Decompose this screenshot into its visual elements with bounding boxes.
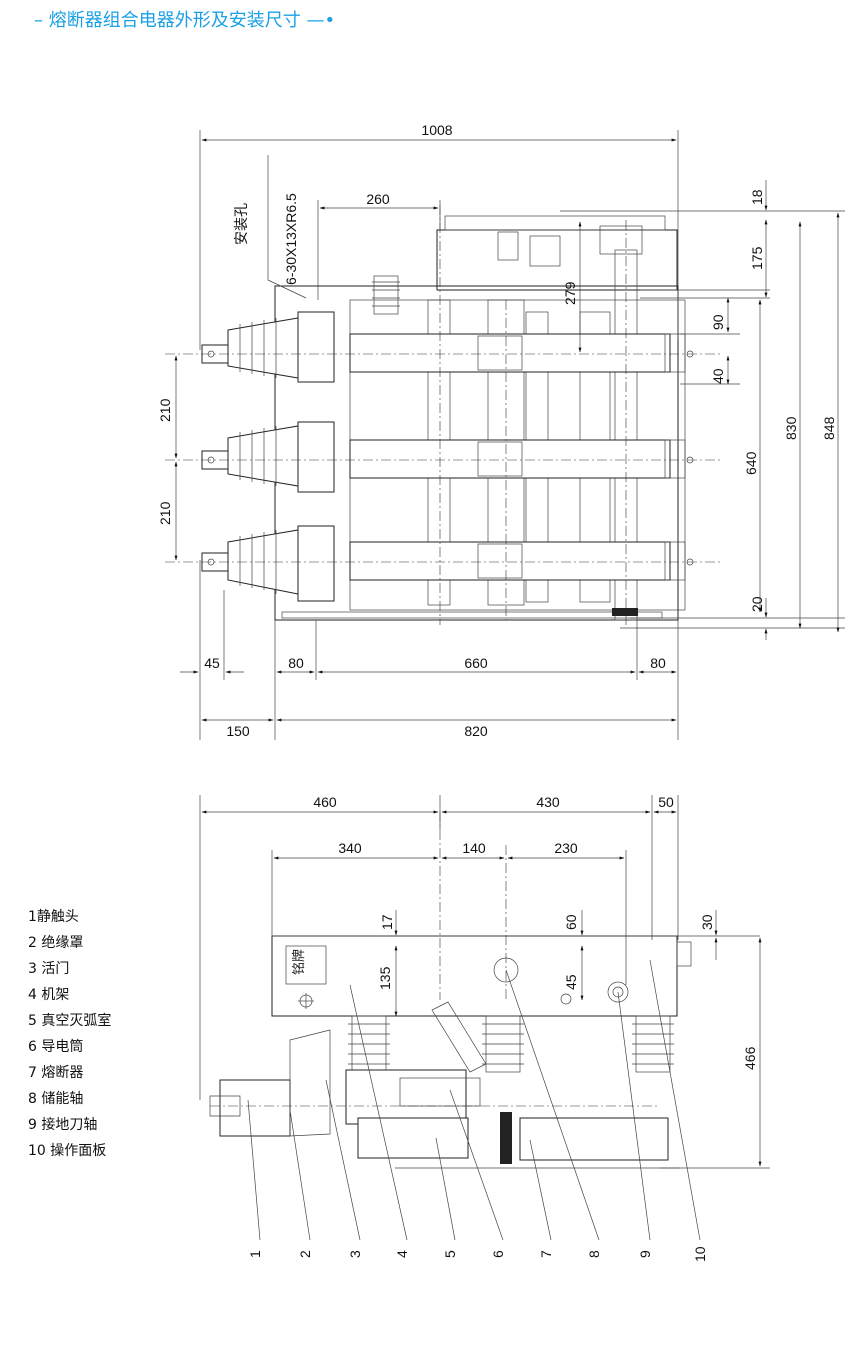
dim-640: 640 <box>743 451 759 475</box>
bottom-rail <box>281 611 663 619</box>
insulator-box-1 <box>297 311 335 383</box>
nameplate-label: 铭牌 <box>291 949 307 975</box>
phase-1 <box>201 311 694 383</box>
dim-820: 820 <box>464 723 488 739</box>
fuse-holder-3 <box>349 541 671 581</box>
earthing-shaft <box>607 981 629 1003</box>
legend-item: 9 接地刀轴 <box>28 1117 98 1133</box>
insulator-box-2 <box>297 421 335 493</box>
legend-item: 2 绝缘罩 <box>28 935 84 951</box>
dim-17: 17 <box>379 914 395 930</box>
dim-30: 30 <box>699 914 715 930</box>
dim-848: 848 <box>821 416 837 440</box>
bushing-2 <box>227 425 299 487</box>
dim-135: 135 <box>377 966 393 990</box>
legend-item: 7 熔断器 <box>28 1065 84 1081</box>
fuse-clip-1 <box>477 335 523 371</box>
legend-item: 3 活门 <box>28 961 70 977</box>
dim-60: 60 <box>563 914 579 930</box>
side-fuse-assembly <box>345 1069 467 1125</box>
dim-45-side: 45 <box>563 974 579 990</box>
callout-3: 3 <box>347 1250 363 1258</box>
dim-1008: 1008 <box>421 122 452 138</box>
fuse-cap <box>500 1112 512 1164</box>
callout-5: 5 <box>442 1250 458 1258</box>
dim-150: 150 <box>226 723 250 739</box>
dim-660: 660 <box>464 655 488 671</box>
dim-90: 90 <box>710 314 726 330</box>
dim-18: 18 <box>749 189 765 205</box>
dim-460: 460 <box>313 794 337 810</box>
callout-10: 10 <box>692 1246 708 1262</box>
static-contact <box>219 1079 291 1137</box>
top-plate <box>444 215 666 231</box>
side-view: 铭牌 <box>199 794 770 1262</box>
title-prefix: – <box>34 10 43 31</box>
dim-260: 260 <box>366 191 390 207</box>
legend-item: 6 导电筒 <box>28 1039 84 1055</box>
dim-230: 230 <box>554 840 578 856</box>
dim-45: 45 <box>204 655 220 671</box>
hole-spec: 6-30X13XR6.5 <box>283 193 299 285</box>
side-fuse <box>519 1117 669 1161</box>
insulating-cover <box>289 1029 331 1137</box>
callout-9: 9 <box>637 1250 653 1258</box>
legend-item: 8 储能轴 <box>28 1091 84 1107</box>
dim-50: 50 <box>658 794 674 810</box>
bushing-1 <box>227 317 299 379</box>
phase-2 <box>201 421 694 493</box>
callout-7: 7 <box>538 1250 554 1258</box>
dim-210-lower: 210 <box>157 501 173 525</box>
vacuum-chamber <box>357 1117 469 1159</box>
dim-140: 140 <box>462 840 486 856</box>
page-title: – 熔断器组合电器外形及安装尺寸 —• <box>34 6 335 32</box>
bottom-block <box>612 608 638 616</box>
callout-2: 2 <box>297 1250 313 1258</box>
title-text: 熔断器组合电器外形及安装尺寸 <box>48 10 301 31</box>
dim-20: 20 <box>749 596 765 612</box>
insulator-box-3 <box>297 525 335 602</box>
mech-box <box>497 231 519 261</box>
dim-430: 430 <box>536 794 560 810</box>
legend-item: 5 真空灭弧室 <box>28 1013 112 1029</box>
dim-340: 340 <box>338 840 362 856</box>
callout-1: 1 <box>247 1250 263 1258</box>
parts-legend: 1静触头 2 绝缘罩 3 活门 4 机架 5 真空灭弧室 6 导电筒 7 熔断器… <box>28 904 111 1164</box>
top-mechanism <box>436 229 678 291</box>
side-frame <box>271 935 678 1017</box>
top-insulator <box>373 275 399 315</box>
dim-830: 830 <box>783 416 799 440</box>
dim-279: 279 <box>562 281 578 305</box>
dim-80-left: 80 <box>288 655 304 671</box>
legend-item: 1静触头 <box>28 909 79 925</box>
dim-40: 40 <box>710 368 726 384</box>
dim-80-right: 80 <box>650 655 666 671</box>
callout-6: 6 <box>490 1250 506 1258</box>
callout-4: 4 <box>394 1250 410 1258</box>
hole-note: 安装孔 <box>233 203 249 245</box>
mech-right <box>599 225 643 255</box>
side-insulator-angled <box>431 1001 487 1073</box>
fuse-holder-1 <box>349 333 671 373</box>
callout-8: 8 <box>586 1250 602 1258</box>
fuse-clip-3 <box>477 543 523 579</box>
fuse-holder-2 <box>349 439 671 479</box>
fuse-clip-2 <box>477 441 523 477</box>
nameplate-box <box>285 945 327 985</box>
phase-3 <box>201 525 694 602</box>
legend-item: 10 操作面板 <box>28 1143 107 1159</box>
dim-175: 175 <box>749 246 765 270</box>
legend-item: 4 机架 <box>28 987 70 1003</box>
dim-466: 466 <box>742 1046 758 1070</box>
dim-210-upper: 210 <box>157 398 173 422</box>
mech-gear <box>529 235 561 267</box>
front-view: 1008 260 安装孔 6-30X13XR6.5 18 175 279 90 … <box>157 122 845 740</box>
title-suffix: —• <box>306 10 336 31</box>
